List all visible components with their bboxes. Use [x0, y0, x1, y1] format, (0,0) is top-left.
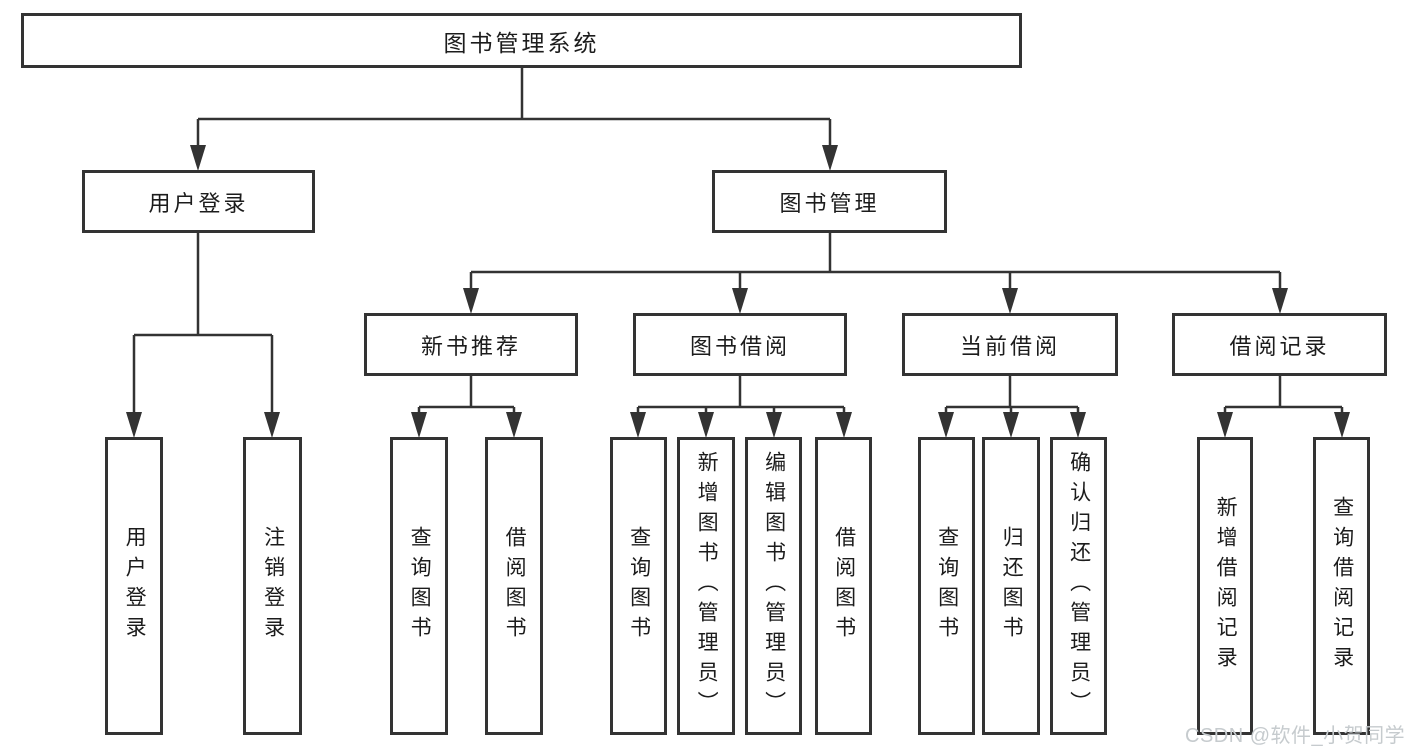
leaf-borrow-books-recommend: 借阅图书: [485, 437, 543, 735]
node-user-login: 用户登录: [82, 170, 315, 233]
leaf-edit-books-admin: 编辑图书（管理员）: [745, 437, 802, 735]
leaf-query-borrow-record: 查询借阅记录: [1313, 437, 1370, 735]
leaf-add-books-admin: 新增图书（管理员）: [677, 437, 735, 735]
node-current-borrowing: 当前借阅: [902, 313, 1118, 376]
leaf-add-borrow-record: 新增借阅记录: [1197, 437, 1253, 735]
node-book-borrowing: 图书借阅: [633, 313, 847, 376]
leaf-query-books-current: 查询图书: [918, 437, 975, 735]
leaf-return-books: 归还图书: [982, 437, 1040, 735]
node-new-book-recommend: 新书推荐: [364, 313, 578, 376]
node-book-management: 图书管理: [712, 170, 947, 233]
node-borrowing-records: 借阅记录: [1172, 313, 1387, 376]
csdn-watermark: CSDN @软件_小贺同学: [1185, 725, 1405, 747]
leaf-confirm-return-admin: 确认归还（管理员）: [1050, 437, 1107, 735]
leaf-query-books-borrowing: 查询图书: [610, 437, 667, 735]
leaf-logout: 注销登录: [243, 437, 302, 735]
leaf-query-books-recommend: 查询图书: [390, 437, 448, 735]
leaf-user-login: 用户登录: [105, 437, 163, 735]
node-library-management-system: 图书管理系统: [21, 13, 1022, 68]
leaf-borrow-books-borrowing: 借阅图书: [815, 437, 872, 735]
